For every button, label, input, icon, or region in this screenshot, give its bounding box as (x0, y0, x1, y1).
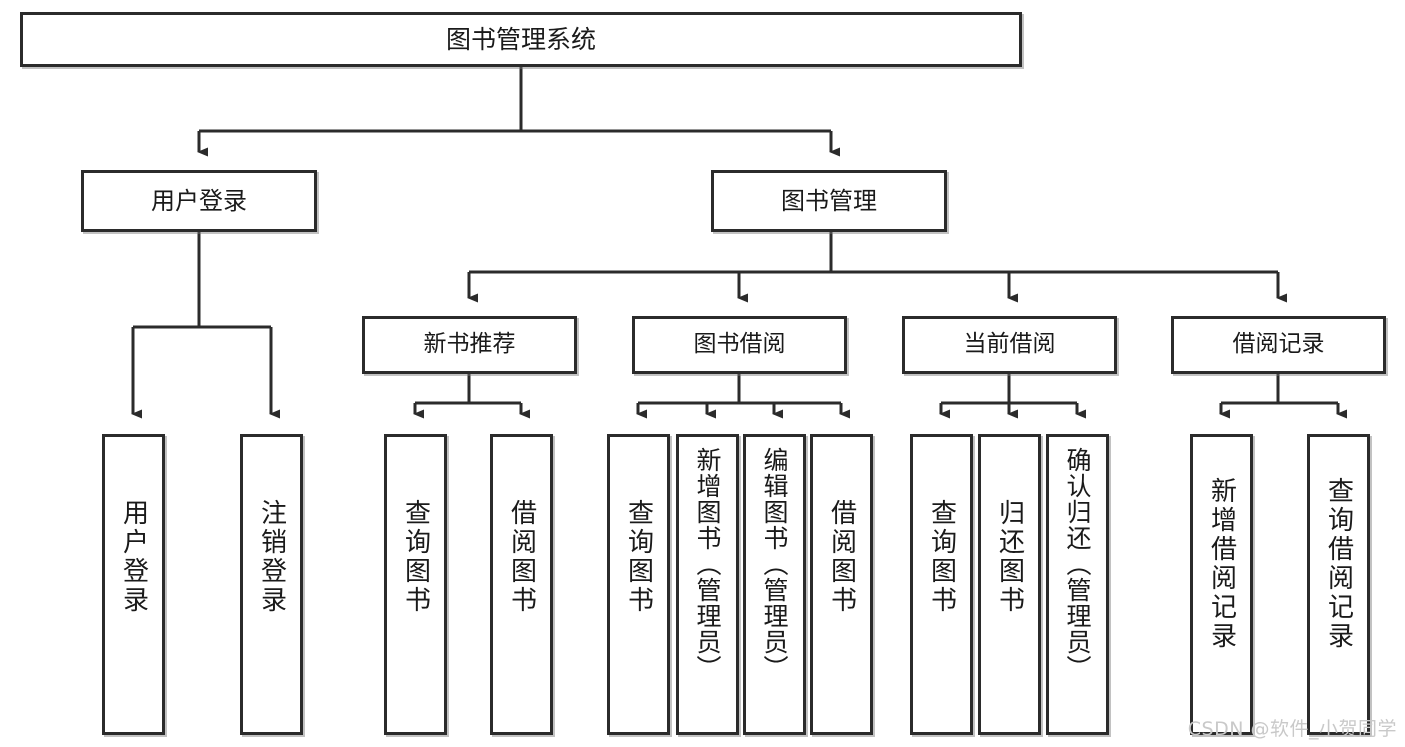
node-leaf-query-book-3[interactable]: 查询图书 (910, 434, 973, 735)
node-leaf-user-login[interactable]: 用户登录 (102, 434, 165, 735)
node-borrow-record[interactable]: 借阅记录 (1171, 316, 1386, 374)
node-label: 查询图书 (926, 499, 957, 615)
node-leaf-user-logout[interactable]: 注销登录 (240, 434, 303, 735)
node-label: 编辑图书（管理员） (760, 447, 789, 681)
node-new-book-recommend[interactable]: 新书推荐 (362, 316, 577, 374)
node-user-login[interactable]: 用户登录 (81, 170, 317, 232)
node-leaf-query-book-2[interactable]: 查询图书 (607, 434, 670, 735)
node-leaf-borrow-book-2[interactable]: 借阅图书 (810, 434, 873, 735)
node-label: 归还图书 (994, 499, 1025, 615)
node-label: 新增借阅记录 (1206, 477, 1237, 651)
csdn-watermark: CSDN @软件_小贺同学 (1187, 718, 1397, 740)
node-label: 借阅图书 (826, 499, 857, 615)
node-book-manage[interactable]: 图书管理 (711, 170, 947, 232)
node-book-borrow[interactable]: 图书借阅 (632, 316, 847, 374)
node-label: 查询借阅记录 (1323, 477, 1354, 651)
node-leaf-edit-book[interactable]: 编辑图书（管理员） (743, 434, 806, 735)
node-leaf-borrow-book-1[interactable]: 借阅图书 (490, 434, 553, 735)
node-label: 借阅记录 (1232, 331, 1325, 358)
node-label: 确认归还（管理员） (1063, 447, 1092, 681)
node-label: 借阅图书 (506, 499, 537, 615)
node-label: 查询图书 (400, 499, 431, 615)
node-label: 图书借阅 (693, 331, 786, 358)
node-leaf-return-book[interactable]: 归还图书 (978, 434, 1041, 735)
node-leaf-confirm-return[interactable]: 确认归还（管理员） (1046, 434, 1109, 735)
node-label: 注销登录 (256, 499, 287, 615)
node-root-system[interactable]: 图书管理系统 (20, 12, 1022, 67)
node-leaf-query-record[interactable]: 查询借阅记录 (1307, 434, 1370, 735)
node-label: 当前借阅 (963, 331, 1056, 358)
node-label: 用户登录 (118, 499, 149, 615)
node-leaf-add-book[interactable]: 新增图书（管理员） (676, 434, 739, 735)
node-current-borrow[interactable]: 当前借阅 (902, 316, 1117, 374)
node-label: 查询图书 (623, 499, 654, 615)
node-leaf-query-book-1[interactable]: 查询图书 (384, 434, 447, 735)
node-leaf-add-record[interactable]: 新增借阅记录 (1190, 434, 1253, 735)
node-label: 图书管理系统 (445, 24, 596, 54)
node-label: 新书推荐 (423, 331, 516, 358)
node-label: 用户登录 (151, 186, 247, 215)
node-label: 新增图书（管理员） (693, 447, 722, 681)
node-label: 图书管理 (781, 186, 877, 215)
